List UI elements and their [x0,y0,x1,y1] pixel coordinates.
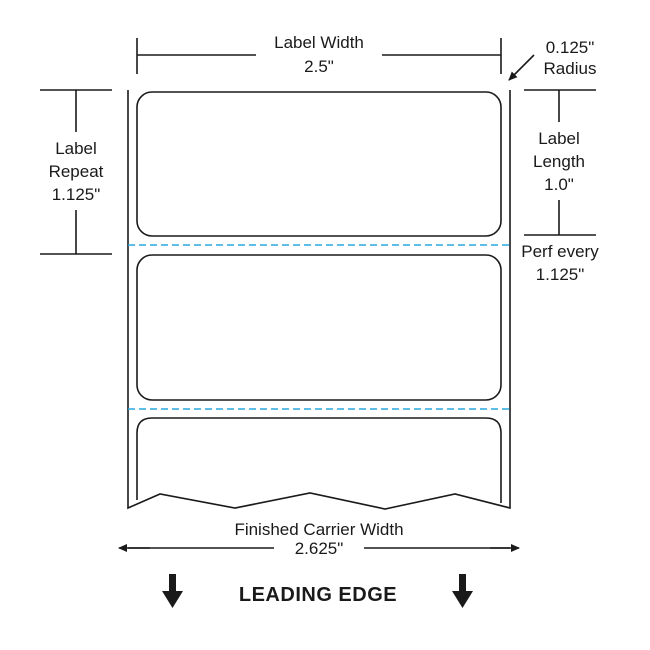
radius-title: Radius [543,59,597,78]
carrier-width-value: 2.625" [274,538,364,560]
label-length-line2: Length [533,152,585,171]
radius-arrow [508,54,535,81]
perf-value: 1.125" [535,265,585,284]
label-repeat-line1: Label [55,139,97,158]
carrier-width-title: Finished Carrier Width [234,520,404,539]
perf-line1: Perf every [521,242,599,261]
label-2 [136,254,502,401]
leading-edge-arrow-left-icon [162,574,183,608]
radius-value: 0.125" [545,38,595,57]
label-length-line1: Label [538,129,580,148]
leading-edge-text: LEADING EDGE [238,584,398,606]
carrier-liner-outline [127,90,511,510]
label-1 [136,91,502,237]
label-length-value: 1.0" [544,175,574,194]
leading-edge-arrow-right-icon [452,574,473,608]
label-repeat-value: 1.125" [51,185,101,204]
label-repeat-line2: Repeat [48,162,104,181]
label-width-value: 2.5" [304,57,334,76]
label-width-title: Label Width [239,32,399,54]
label-3-partial [136,417,502,503]
